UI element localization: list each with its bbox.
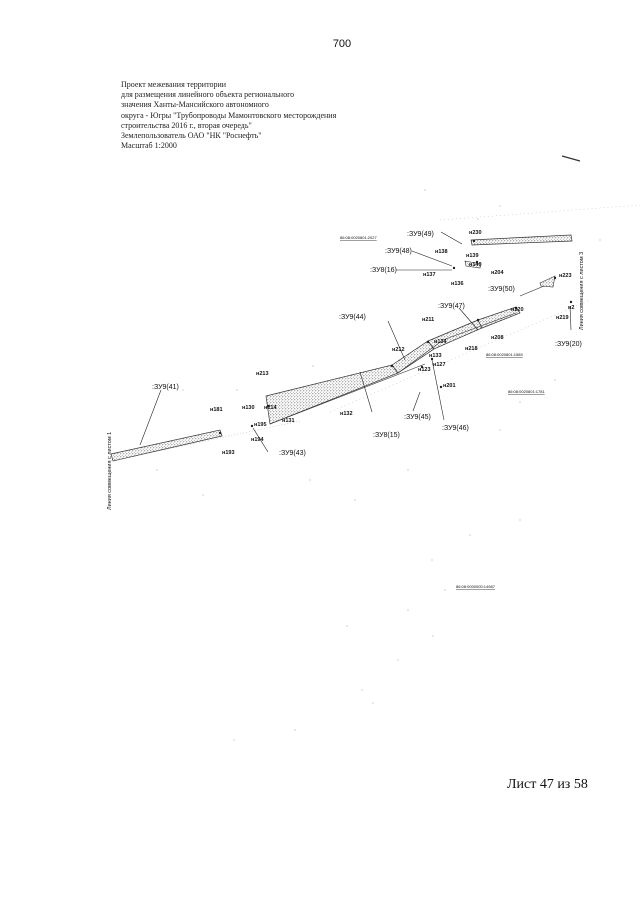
point-label: н193 xyxy=(222,450,235,456)
page-number: 700 xyxy=(332,38,352,50)
cadastral-number: 86:08:0000000:14987 xyxy=(456,584,496,589)
point-label: н130 xyxy=(242,405,255,411)
corridor-strip xyxy=(464,260,482,269)
corridor-strip xyxy=(110,429,223,462)
point-label: н201 xyxy=(443,383,456,389)
title-line: значения Ханты-Мансийского автономного xyxy=(121,100,269,110)
parcel-label: :ЗУ8(16) xyxy=(370,267,397,274)
left-match-line-label: Линия совмещения с листом 1 xyxy=(107,432,113,510)
parcel-label: :ЗУ9(44) xyxy=(339,314,366,321)
parcel-label: :ЗУ9(43) xyxy=(279,450,306,457)
point-label: н212 xyxy=(392,347,405,353)
point-label: н211 xyxy=(422,317,434,323)
point-label: н220 xyxy=(511,307,524,313)
boundary-line xyxy=(110,420,301,462)
point-label: н123 xyxy=(418,367,431,373)
corridor-strip xyxy=(539,275,556,288)
point-label: н2 xyxy=(568,305,574,311)
corridor-strip xyxy=(265,364,399,425)
point-markers xyxy=(218,239,573,435)
point-label: н218 xyxy=(465,346,478,352)
title-line: округа - Югры "Трубопроводы Мамонтовског… xyxy=(121,110,337,120)
point-label: н214 xyxy=(264,405,277,411)
point-label: н138 xyxy=(435,249,448,255)
point-label: н140 xyxy=(469,262,482,268)
point-label: н137 xyxy=(423,272,436,278)
point-label: н181 xyxy=(210,407,223,413)
north-mark xyxy=(561,155,581,162)
title-line: строительства 2016 г., вторая очередь" xyxy=(121,120,252,130)
sheet-footer: Лист 47 из 58 xyxy=(507,777,588,792)
point-label: н139 xyxy=(466,253,479,259)
point-label: н208 xyxy=(491,335,504,341)
point-label: н223 xyxy=(559,273,572,279)
boundary-line xyxy=(329,299,591,413)
point-label: н134 xyxy=(434,339,447,345)
parcel-label: :ЗУ9(46) xyxy=(442,425,469,432)
land-user-line: Землепользователь ОАО "НК "Роснефть" xyxy=(121,131,262,141)
cadastral-number: 86:08:0020801:1781 xyxy=(508,389,545,394)
survey-dots xyxy=(156,189,601,741)
point-label: н213 xyxy=(256,371,269,377)
point-label: н133 xyxy=(429,353,442,359)
point-label: н230 xyxy=(469,230,482,236)
title-block: Проект межевания территории для размещен… xyxy=(121,80,381,151)
leader-lines xyxy=(139,231,572,453)
boundary-line xyxy=(269,363,426,425)
point-label: н131 xyxy=(282,418,295,424)
point-label: н132 xyxy=(340,411,353,417)
point-label: н194 xyxy=(251,437,264,443)
boundary-line xyxy=(439,204,640,221)
point-label: н127 xyxy=(433,362,446,368)
parcel-label: :ЗУ9(47) xyxy=(438,303,465,310)
parcel-label: :ЗУ8(15) xyxy=(373,432,400,439)
boundary-line xyxy=(397,312,517,374)
parcel-label: :ЗУ9(41) xyxy=(152,384,179,391)
parcel-label: :ЗУ9(45) xyxy=(404,414,431,421)
point-label: н219 xyxy=(556,315,569,321)
parcel-label: :ЗУ9(48) xyxy=(385,248,412,255)
title-line: Проект межевания территории xyxy=(121,80,227,89)
point-label: н136 xyxy=(451,281,464,287)
cadastral-number: 86:08:0020801:1589 xyxy=(486,352,523,357)
point-label: н195 xyxy=(254,422,267,428)
corridor-strip xyxy=(470,234,573,246)
right-match-line-label: Линия совмещения с листом 3 xyxy=(579,252,585,330)
point-label: н204 xyxy=(491,270,504,276)
scale-line: Масштаб 1:2000 xyxy=(121,141,177,151)
corridor-strip xyxy=(477,306,521,329)
parcel-label: :ЗУ9(20) xyxy=(555,341,582,348)
parcel-label: :ЗУ9(50) xyxy=(488,286,515,293)
title-line: для размещения линейного объекта региона… xyxy=(121,90,295,100)
cadastral-number: 86:08:0020801:2027 xyxy=(340,235,377,240)
parcel-label: :ЗУ9(49) xyxy=(407,231,434,238)
